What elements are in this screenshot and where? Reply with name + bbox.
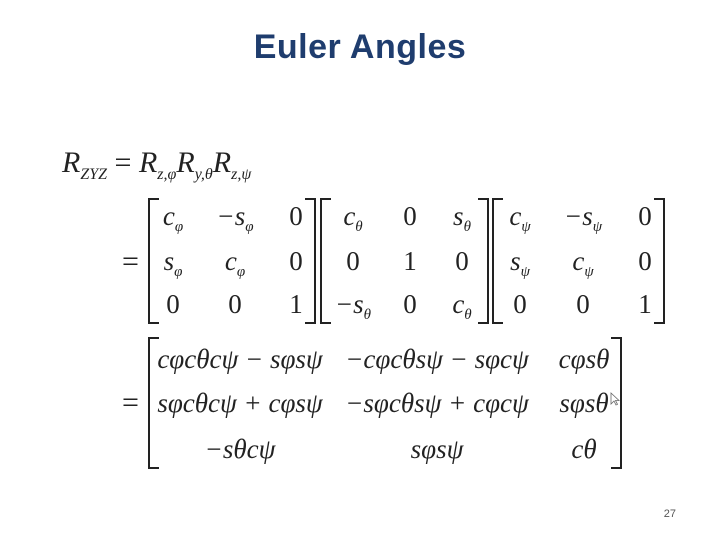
result-matrix-cell: cφcθcψ − sφsψ xyxy=(157,344,323,374)
mouse-cursor-icon xyxy=(610,392,620,406)
rotation-y-theta-subscript: y,θ xyxy=(194,166,213,183)
slide-title: Euler Angles xyxy=(253,28,467,66)
rotation-z-phi-subscript: z,φ xyxy=(157,166,177,183)
matrix-c-cell: 0 xyxy=(638,246,652,276)
matrix-b-cell: 0 xyxy=(455,246,469,276)
page-number: 27 xyxy=(663,508,676,520)
equals-sign-3: = xyxy=(122,386,139,419)
result-left-bracket xyxy=(148,337,159,469)
matrix-c-cell: sψ xyxy=(510,246,530,280)
matrix-a-left-bracket xyxy=(148,198,159,324)
matrix-b-right-bracket xyxy=(478,198,489,324)
matrix-b-cell: sθ xyxy=(453,201,471,235)
rotation-y-theta: R xyxy=(176,146,195,179)
matrix-b-cell: 0 xyxy=(346,246,360,276)
result-matrix-cell: sφsψ xyxy=(410,434,464,464)
matrix-b-cell: cθ xyxy=(343,201,363,235)
matrix-a-cell: cφ xyxy=(162,201,184,235)
matrix-a-cell: cφ xyxy=(224,246,246,280)
matrix-c-cell: cψ xyxy=(572,246,594,280)
matrix-c-cell: cψ xyxy=(509,201,531,235)
matrix-b-cell: 1 xyxy=(403,246,417,276)
matrix-c-cell: 0 xyxy=(576,289,590,319)
matrix-a-cell: 0 xyxy=(289,201,303,231)
matrix-c-cell: 1 xyxy=(638,289,652,319)
rotation-z-phi: R xyxy=(138,146,158,179)
matrix-b-left-bracket xyxy=(320,198,331,324)
matrix-a-cell: 0 xyxy=(166,289,180,319)
result-matrix-cell: −cφcθsψ − sφcψ xyxy=(345,344,529,374)
matrix-b-cell: cθ xyxy=(452,289,472,323)
lhs-symbol: R xyxy=(62,146,81,179)
equals-sign-2: = xyxy=(122,245,139,278)
matrix-b-cell: −sθ xyxy=(334,289,372,323)
matrix-a-cell: 0 xyxy=(228,289,242,319)
matrix-c-cell: 0 xyxy=(513,289,527,319)
lhs-subscript: ZYZ xyxy=(80,166,108,183)
equation-line-1: RZYZ = Rz,φRy,θRz,ψ xyxy=(62,148,251,183)
rotation-z-psi-subscript: z,ψ xyxy=(231,166,252,183)
result-matrix-cell: cθ xyxy=(571,434,597,464)
result-matrix-cell: sφsθ xyxy=(559,388,609,418)
rotation-z-psi: R xyxy=(212,146,232,179)
matrix-b-cell: 0 xyxy=(403,201,417,231)
matrix-c-right-bracket xyxy=(654,198,665,324)
result-right-bracket xyxy=(611,337,622,469)
matrix-a-cell: −sφ xyxy=(216,201,254,235)
matrix-a-cell: 1 xyxy=(289,289,303,319)
equals-sign: = xyxy=(114,146,132,179)
result-matrix-cell: −sφcθsψ + cφcψ xyxy=(345,388,529,418)
matrix-a-cell: sφ xyxy=(163,246,183,280)
matrix-c-cell: −sψ xyxy=(563,201,603,235)
matrix-a-cell: 0 xyxy=(289,246,303,276)
matrix-a-right-bracket xyxy=(305,198,316,324)
matrix-c-cell: 0 xyxy=(638,201,652,231)
result-matrix-cell: sφcθcψ + cφsψ xyxy=(157,388,323,418)
result-matrix-cell: −sθcψ xyxy=(204,434,276,464)
matrix-c-left-bracket xyxy=(492,198,503,324)
result-matrix-cell: cφsθ xyxy=(558,344,610,374)
matrix-b-cell: 0 xyxy=(403,289,417,319)
